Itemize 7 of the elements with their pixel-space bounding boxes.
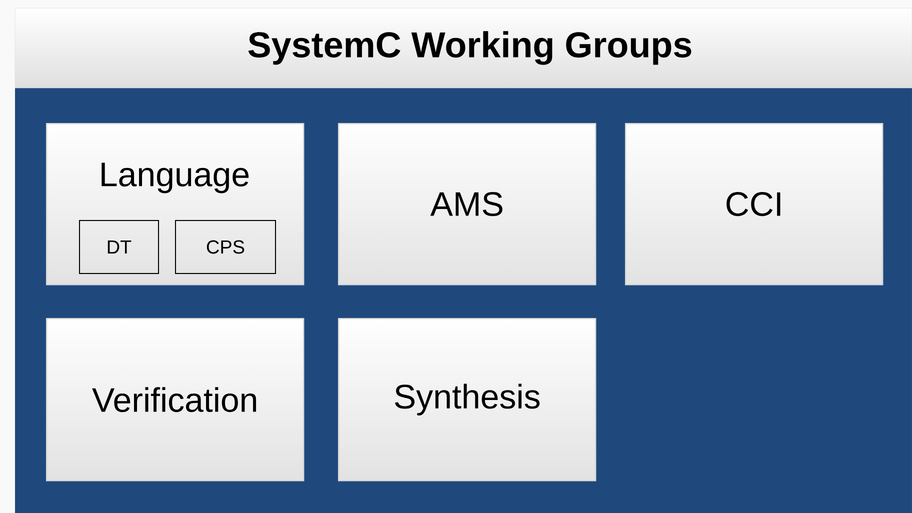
group-box: AMS [338, 123, 596, 286]
group-box: CCI [625, 123, 884, 286]
group-box: Synthesis [338, 318, 596, 482]
sub-box: CPS [175, 220, 276, 274]
group-box: Verification [46, 318, 304, 482]
title-band: SystemC Working Groups [14, 8, 912, 88]
sub-box: DT [79, 220, 159, 274]
